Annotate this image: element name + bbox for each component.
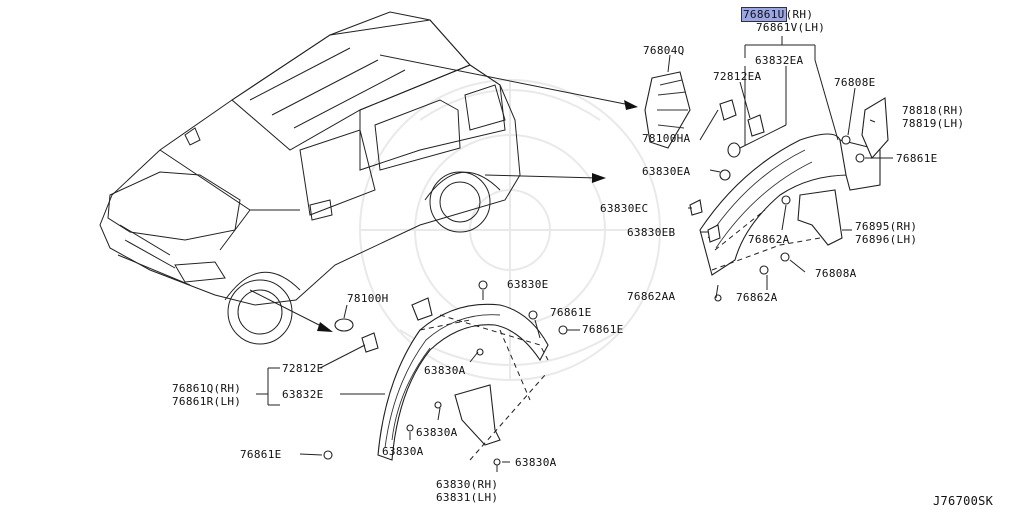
part-76861U-side: (RH)	[785, 8, 814, 21]
front-leader-lines	[256, 290, 580, 472]
part-63830A-3-label: 63830A	[382, 445, 424, 458]
part-78100H-label: 78100H	[347, 292, 389, 305]
part-63832EA-label: 63832EA	[755, 54, 804, 67]
part-76862A-lower-label: 76862A	[736, 291, 778, 304]
part-78818-78819-label: 78818(RH) 78819(LH)	[902, 104, 965, 130]
part-76808A-label: 76808A	[815, 267, 857, 280]
part-76862AA-label: 76862AA	[627, 290, 676, 303]
part-63830A-4-label: 63830A	[515, 456, 557, 469]
callout-arrows	[249, 54, 638, 332]
part-72812E-label: 72812E	[282, 362, 324, 375]
part-63830-63831-label: 63830(RH) 63831(LH)	[436, 478, 499, 504]
part-76808E-label: 76808E	[834, 76, 876, 89]
part-76861V-label: 76861V(LH)	[756, 21, 826, 34]
diagram-id: J76700SK	[933, 494, 994, 508]
part-63832E-label: 63832E	[282, 388, 324, 401]
vehicle-illustration	[99, 11, 521, 345]
part-76861E-left-label: 76861E	[240, 448, 282, 461]
part-63830A-1-label: 63830A	[424, 364, 466, 377]
part-76804Q-label: 76804Q	[643, 44, 685, 57]
part-72812EA-label: 72812EA	[713, 70, 762, 83]
part-63830EC-label: 63830EC	[600, 202, 649, 215]
rear-arch-assembly	[644, 71, 889, 302]
part-63830E-label: 63830E	[507, 278, 549, 291]
part-76861E-b-label: 76861E	[582, 323, 624, 336]
part-63830EB-label: 63830EB	[627, 226, 676, 239]
part-76861E-a-label: 76861E	[550, 306, 592, 319]
rear-leader-lines	[667, 36, 893, 299]
part-63830EA-label: 63830EA	[642, 165, 691, 178]
part-76861Q-76861R-label: 76861Q(RH) 76861R(LH)	[172, 382, 242, 408]
part-63830A-2-label: 63830A	[416, 426, 458, 439]
part-76862A-upper-label: 76862A	[748, 233, 790, 246]
highlighted-part-number: 76861U	[741, 7, 787, 22]
part-76861U-label: 76861U(RH)	[741, 7, 814, 22]
part-78100HA-label: 78100HA	[642, 132, 691, 145]
part-76861E-right-label: 76861E	[896, 152, 938, 165]
front-arch-assembly	[323, 280, 568, 466]
part-76895-76896-label: 76895(RH) 76896(LH)	[855, 220, 918, 246]
